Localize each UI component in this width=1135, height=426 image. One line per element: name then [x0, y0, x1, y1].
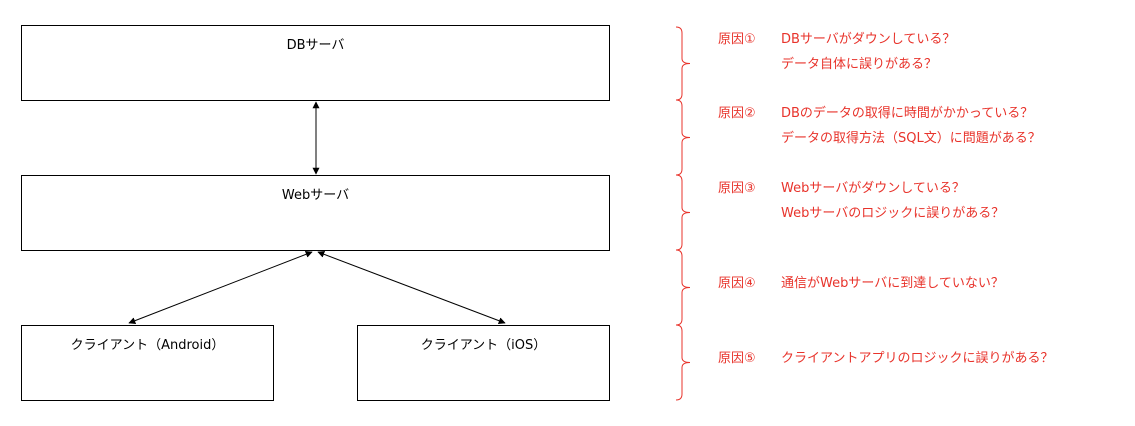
cause-brace-1	[675, 26, 691, 101]
cause-label-5: 原因⑤	[718, 350, 756, 366]
cause-text-3-2: Webサーバのロジックに誤りがある？	[781, 205, 1005, 221]
ios-client-label: クライアント（iOS）	[420, 338, 547, 353]
web-ios-arrow	[317, 250, 506, 325]
db-server-label: DBサーバ	[286, 38, 345, 53]
cause-brace-5	[675, 324, 691, 401]
db-server-box: DBサーバ	[21, 25, 610, 101]
cause-text-5-1: クライアントアプリのロジックに誤りがある？	[781, 350, 1054, 366]
android-client-label: クライアント（Android）	[70, 338, 225, 353]
android-client-box: クライアント（Android）	[21, 325, 274, 401]
cause-text-1-1: DBサーバがダウンしている？	[781, 31, 956, 47]
ios-client-box: クライアント（iOS）	[357, 325, 610, 401]
cause-label-1: 原因①	[718, 31, 756, 47]
cause-text-3-1: Webサーバがダウンしている？	[781, 180, 965, 196]
cause-text-2-2: データの取得方法（SQL文）に問題がある？	[781, 130, 1041, 146]
cause-label-4: 原因④	[718, 275, 756, 291]
cause-brace-3	[675, 174, 691, 251]
web-server-label: Webサーバ	[281, 188, 350, 203]
web-server-box: Webサーバ	[21, 175, 610, 251]
cause-brace-4	[675, 249, 691, 326]
cause-label-3: 原因③	[718, 180, 756, 196]
cause-label-2: 原因②	[718, 105, 756, 121]
cause-text-1-2: データ自体に誤りがある？	[781, 56, 938, 72]
cause-text-4-1: 通信がWebサーバに到達していない？	[781, 275, 1004, 291]
cause-brace-2	[675, 99, 691, 176]
cause-text-2-1: DBのデータの取得に時間がかかっている？	[781, 105, 1034, 121]
web-android-arrow	[128, 251, 313, 324]
